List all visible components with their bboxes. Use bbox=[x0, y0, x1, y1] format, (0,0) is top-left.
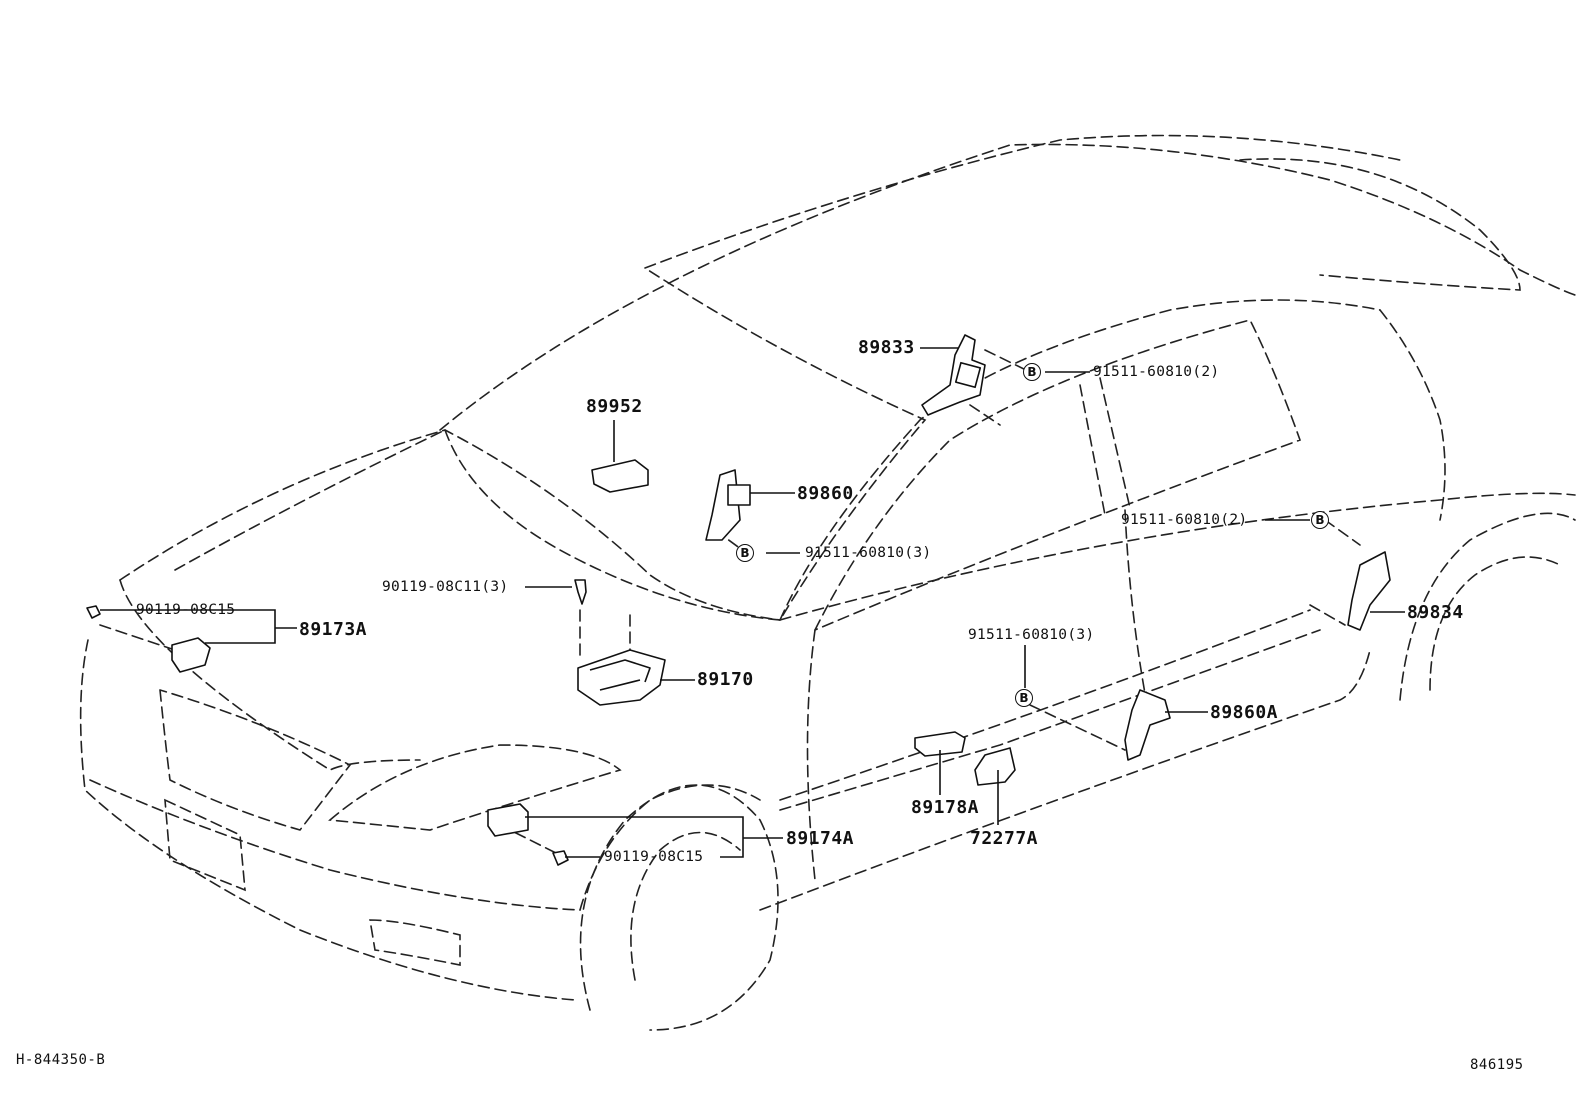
front-fascia bbox=[79, 639, 576, 1001]
part-screw-89174A bbox=[552, 850, 569, 866]
part-89833-bracket bbox=[921, 334, 986, 416]
marker-b-mid-right: B bbox=[1311, 511, 1329, 529]
hood-front-edge bbox=[119, 579, 421, 771]
front-door-shut bbox=[806, 629, 816, 881]
part-89178A bbox=[914, 731, 966, 757]
roof-outline bbox=[439, 143, 1576, 431]
label-89834: 89834 bbox=[1407, 602, 1464, 623]
part-89173A bbox=[171, 637, 211, 673]
b-pillar bbox=[1079, 377, 1131, 516]
front-fender bbox=[579, 784, 761, 911]
part-89834 bbox=[1347, 551, 1391, 631]
fog-lamp bbox=[369, 919, 461, 966]
label-91511-top-right: 91511-60810(2) bbox=[1093, 364, 1220, 380]
dash-89173 bbox=[99, 624, 176, 651]
label-90119-08C11: 90119-08C11(3) bbox=[382, 579, 509, 595]
c-pillar bbox=[1379, 309, 1446, 521]
hood bbox=[119, 429, 781, 621]
part-72277A bbox=[974, 747, 1016, 786]
label-89170: 89170 bbox=[697, 669, 754, 690]
label-91511-mid-right: 91511-60810(2) bbox=[1121, 512, 1248, 528]
part-89170-detail bbox=[589, 659, 651, 691]
headlamp bbox=[328, 744, 622, 831]
label-91511-mid: 91511-60810(3) bbox=[805, 545, 932, 561]
label-89173A: 89173A bbox=[299, 619, 368, 640]
footer-left-code: H-844350-B bbox=[16, 1052, 106, 1068]
dash-89833 bbox=[969, 349, 1031, 426]
grille bbox=[159, 689, 352, 831]
leader-89174A bbox=[525, 816, 783, 858]
label-90119-08C15-lower: 90119-08C15 bbox=[604, 849, 704, 865]
bumper-line bbox=[89, 779, 581, 911]
label-89860A: 89860A bbox=[1210, 702, 1279, 723]
marker-b-mid: B bbox=[736, 544, 754, 562]
label-89952: 89952 bbox=[586, 396, 643, 417]
footer-right-code: 846195 bbox=[1470, 1057, 1524, 1073]
part-screw-89170 bbox=[574, 579, 587, 605]
windshield bbox=[444, 267, 927, 621]
license-plate bbox=[164, 798, 246, 892]
label-72277A: 72277A bbox=[970, 828, 1039, 849]
label-89174A: 89174A bbox=[786, 828, 855, 849]
front-wheel-inner bbox=[630, 831, 741, 981]
part-89833-sensor bbox=[954, 361, 982, 389]
dash-89170-screw bbox=[579, 609, 631, 656]
rear-wheel-inner bbox=[1429, 556, 1561, 691]
label-89178A: 89178A bbox=[911, 797, 980, 818]
part-89174A bbox=[487, 803, 529, 837]
part-89952 bbox=[591, 459, 649, 493]
rear-deck bbox=[1239, 158, 1521, 291]
hood-crease bbox=[174, 429, 446, 571]
part-89170-ecu bbox=[577, 649, 666, 706]
label-89860: 89860 bbox=[797, 483, 854, 504]
dash-89860A bbox=[1029, 704, 1126, 751]
door-lower-line bbox=[779, 609, 1311, 801]
part-screw-89173A bbox=[86, 605, 101, 619]
body-side-beltline bbox=[779, 492, 1576, 621]
label-91511-lower: 91511-60810(3) bbox=[968, 627, 1095, 643]
side-trim bbox=[779, 629, 1321, 811]
roof-inner-line bbox=[644, 134, 1401, 269]
front-wheel bbox=[579, 784, 779, 1031]
part-89860-sensor bbox=[727, 484, 751, 506]
leader-89173A bbox=[100, 609, 297, 644]
marker-b-top-right: B bbox=[1023, 363, 1041, 381]
rocker-line bbox=[759, 649, 1371, 911]
a-pillar bbox=[779, 299, 1381, 621]
window-frame bbox=[814, 319, 1302, 631]
dash-89834 bbox=[1309, 519, 1361, 626]
marker-b-lower: B bbox=[1015, 689, 1033, 707]
label-90119-08C15-front: 90119-08C15 bbox=[136, 602, 236, 618]
label-89833: 89833 bbox=[858, 337, 915, 358]
part-89860A bbox=[1124, 689, 1171, 761]
rear-wheel bbox=[1399, 512, 1576, 701]
